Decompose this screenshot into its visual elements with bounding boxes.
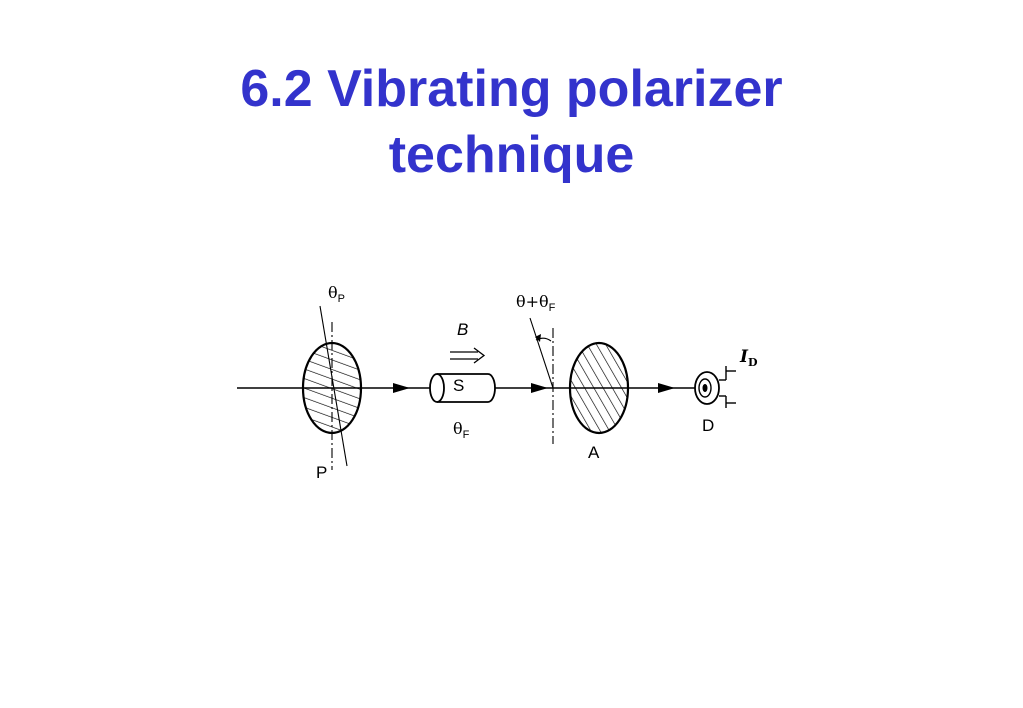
field-arrow [450, 347, 486, 364]
title-line-1: 6.2 Vibrating polarizer [240, 60, 783, 118]
label-sample: S [453, 376, 464, 395]
theta-p-subscript: P [338, 293, 345, 305]
analyzer-angle-subscript: F [549, 302, 556, 314]
current-subscript: D [748, 356, 758, 369]
slide-title: 6.2 Vibrating polarizer technique [0, 56, 1023, 188]
theta-f-subscript: F [463, 429, 470, 441]
label-theta-p: θP [328, 283, 345, 305]
analyzer-angle-symbol: θ+θ [516, 292, 549, 311]
current-symbol: I [739, 347, 749, 367]
theta-f-symbol: θ [453, 419, 463, 438]
beam-arrow-2 [531, 383, 548, 393]
theta-p-symbol: θ [328, 283, 338, 302]
label-analyzer-angle: θ+θF [516, 292, 556, 314]
sample-cylinder [429, 373, 496, 403]
label-current: ID [739, 347, 758, 369]
detector [694, 366, 736, 408]
label-theta-f: θF [453, 419, 470, 441]
label-detector: D [702, 416, 714, 435]
label-polarizer: P [316, 463, 327, 482]
analyzer [568, 341, 630, 435]
beam-arrow-1 [393, 383, 410, 393]
title-line-2: technique [388, 126, 635, 184]
polarizer [301, 305, 363, 470]
label-analyzer: A [588, 443, 600, 462]
rotation-indicator [529, 317, 554, 444]
label-field: B [457, 320, 468, 339]
beam-arrow-3 [658, 383, 675, 393]
